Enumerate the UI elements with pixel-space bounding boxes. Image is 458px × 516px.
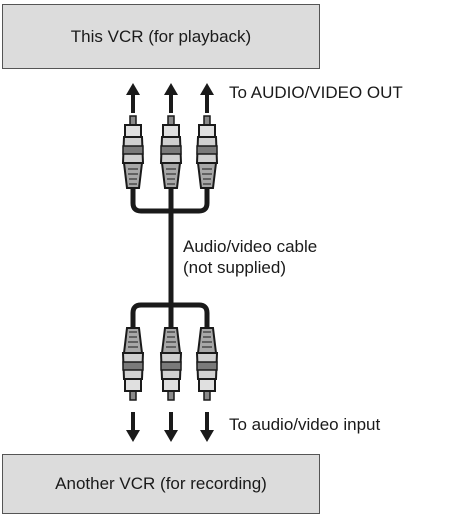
lower-cable-junction (130, 302, 210, 328)
source-vcr-label: This VCR (for playback) (70, 26, 252, 46)
arrow-up-left (124, 81, 142, 115)
source-vcr-box: This VCR (for playback) (2, 4, 320, 69)
lower-plug-right (196, 327, 218, 401)
upper-plug-left (122, 115, 144, 189)
output-connection-label: To AUDIO/VIDEO OUT (229, 83, 403, 102)
destination-vcr-label: Another VCR (for recording) (55, 474, 267, 493)
cable-label-line1: Audio/video cable (183, 237, 318, 256)
cable-label-line2: (not supplied) (183, 258, 287, 277)
lower-plug-left (122, 327, 144, 401)
input-connection-label: To audio/video input (229, 415, 381, 434)
arrow-up-center (162, 81, 180, 115)
cable-label: Audio/video cable (not supplied) (183, 236, 317, 278)
arrow-down-center (162, 410, 180, 444)
arrow-up-right (198, 81, 216, 115)
arrow-down-right (198, 410, 216, 444)
upper-plug-right (196, 115, 218, 189)
upper-plug-center (160, 115, 182, 189)
arrow-down-left (124, 410, 142, 444)
destination-vcr-box: Another VCR (for recording) (2, 454, 320, 514)
lower-plug-center (160, 327, 182, 401)
upper-cable-junction (130, 188, 210, 214)
